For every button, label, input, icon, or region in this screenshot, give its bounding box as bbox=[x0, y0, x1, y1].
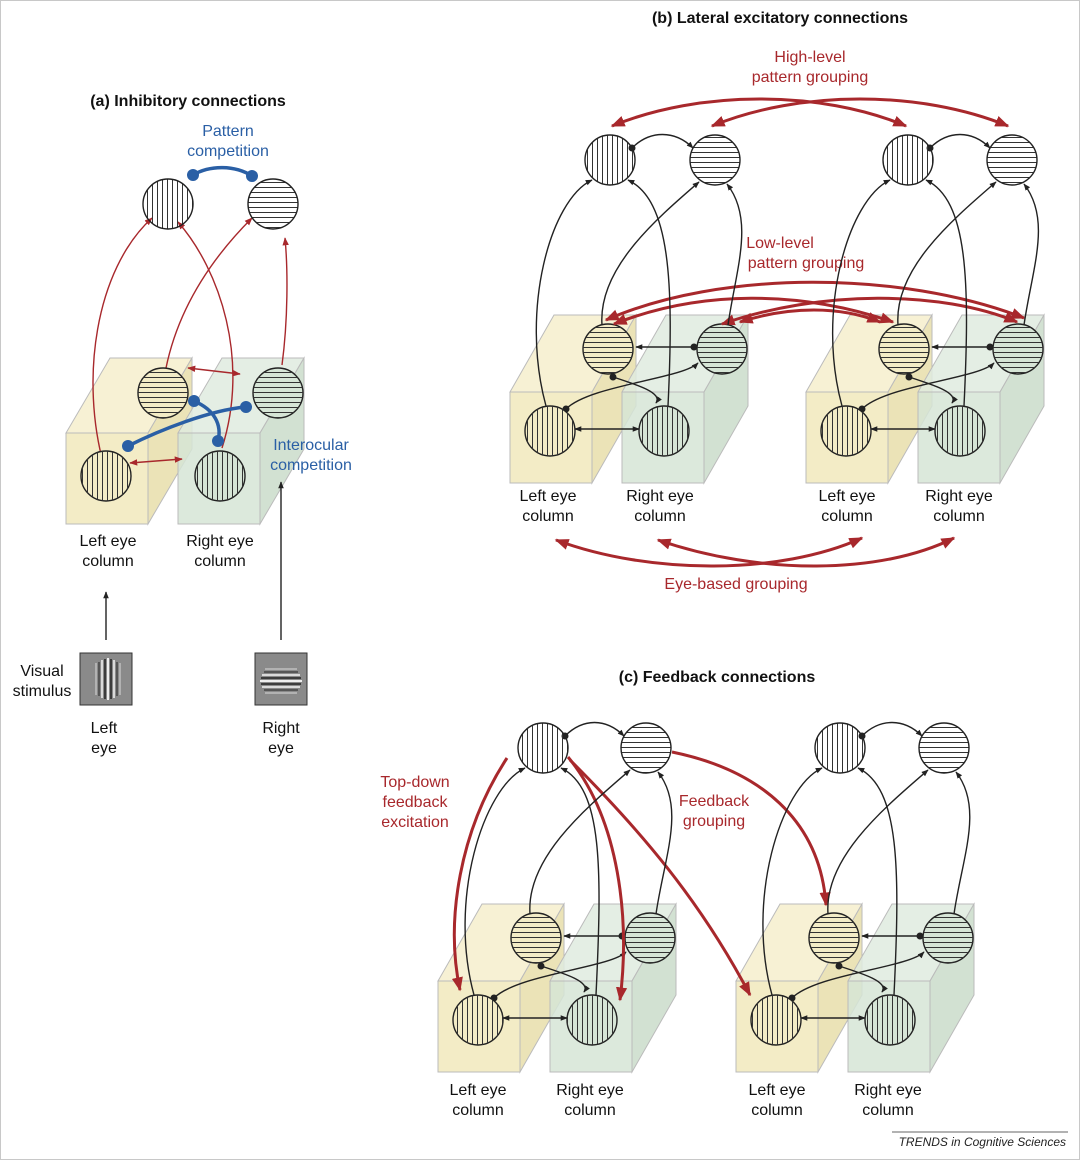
top-down-label-1: Top-down bbox=[380, 774, 449, 791]
horizontal-pattern-neuron bbox=[247, 178, 299, 230]
c-hyper-1-module bbox=[437, 902, 677, 1074]
b-hyper-1-left-eye-horizontal-neuron bbox=[583, 324, 633, 374]
pattern-competition-label-2: competition bbox=[187, 143, 269, 160]
b-hyper-1-horizontal-pattern-neuron bbox=[689, 134, 741, 186]
a-left-eye-column-label-1: Left eye bbox=[80, 533, 137, 550]
b-hyper-2-right-eye-horizontal-neuron bbox=[993, 324, 1043, 374]
b-right-eye-column-label-4: column bbox=[933, 508, 985, 525]
panel-a-title: (a) Inhibitory connections bbox=[90, 93, 286, 110]
b-left-eye-column-label-4: column bbox=[821, 508, 873, 525]
left-eye-label-1: Left bbox=[91, 720, 118, 737]
high-level-label-1: High-level bbox=[774, 49, 845, 66]
c-hyper-2-left-eye-horizontal-neuron bbox=[809, 913, 859, 963]
c-hyper-2-left-eye-vertical-neuron bbox=[751, 995, 801, 1045]
c-right-eye-column-label-3: Right eye bbox=[854, 1082, 922, 1099]
b-hyper-2-horizontal-pattern-neuron bbox=[986, 134, 1038, 186]
c-hyper-1-right-eye-horizontal-neuron bbox=[625, 913, 675, 963]
high-level-label-2: pattern grouping bbox=[752, 69, 869, 86]
c-left-eye-column-label-4: column bbox=[751, 1102, 803, 1119]
c-hyper-2-right-eye-vertical-neuron bbox=[865, 995, 915, 1045]
c-hyper-2-horizontal-pattern-neuron bbox=[918, 722, 970, 774]
interocular-competition-label-1: Interocular bbox=[273, 437, 349, 454]
b-left-eye-column-label-2: column bbox=[522, 508, 574, 525]
b-hyper-2-left-eye-vertical-neuron bbox=[821, 406, 871, 456]
right-eye-vertical-neuron bbox=[195, 451, 245, 501]
c-right-eye-column-label-4: column bbox=[862, 1102, 914, 1119]
left-eye-vertical-neuron bbox=[81, 451, 131, 501]
b-right-eye-column-label-1: Right eye bbox=[626, 488, 694, 505]
c-hyper-2-module bbox=[735, 902, 975, 1074]
c-hyper-1-horizontal-pattern-neuron bbox=[620, 722, 672, 774]
c-right-eye-column-label-2: column bbox=[564, 1102, 616, 1119]
eye-based-grouping-label: Eye-based grouping bbox=[664, 576, 807, 593]
right-eye-label-1: Right bbox=[262, 720, 300, 737]
c-hyper-1-vertical-pattern-neuron bbox=[517, 722, 569, 774]
panel-b-title: (b) Lateral excitatory connections bbox=[652, 10, 908, 27]
b-right-eye-column-label-3: Right eye bbox=[925, 488, 993, 505]
low-level-label-1: Low-level bbox=[746, 235, 814, 252]
b-hyper-1-vertical-pattern-neuron bbox=[584, 134, 636, 186]
b-hyper-2-left-eye-horizontal-neuron bbox=[879, 324, 929, 374]
left-eye-label-2: eye bbox=[91, 740, 117, 757]
c-left-eye-column-label-1: Left eye bbox=[450, 1082, 507, 1099]
b-hyper-1-right-eye-vertical-neuron bbox=[639, 406, 689, 456]
b-left-eye-column-label-1: Left eye bbox=[520, 488, 577, 505]
low-level-label-2: pattern grouping bbox=[748, 255, 865, 272]
right-eye-label-2: eye bbox=[268, 740, 294, 757]
panel-b: (b) Lateral excitatory connections High-… bbox=[509, 10, 1045, 593]
credit-line: TRENDS in Cognitive Sciences bbox=[899, 1135, 1066, 1149]
b-hyper-1-module bbox=[509, 313, 749, 485]
c-hyper-2-right-eye-horizontal-neuron bbox=[923, 913, 973, 963]
c-left-eye-column-label-3: Left eye bbox=[749, 1082, 806, 1099]
a-right-eye-column-label-1: Right eye bbox=[186, 533, 254, 550]
panel-a: (a) Inhibitory connections Pattern compe… bbox=[13, 93, 352, 757]
c-hyper-1-left-eye-vertical-neuron bbox=[453, 995, 503, 1045]
b-left-eye-column-label-3: Left eye bbox=[819, 488, 876, 505]
a-left-eye-column-label-2: column bbox=[82, 553, 134, 570]
b-hyper-1-right-eye-horizontal-neuron bbox=[697, 324, 747, 374]
b-hyper-2-right-eye-vertical-neuron bbox=[935, 406, 985, 456]
a-right-eye-column-label-2: column bbox=[194, 553, 246, 570]
top-down-label-2: feedback bbox=[383, 794, 449, 811]
vertical-pattern-neuron bbox=[142, 178, 194, 230]
interocular-competition-label-2: competition bbox=[270, 457, 352, 474]
panel-c: (c) Feedback connections Top-down feedba… bbox=[380, 669, 975, 1119]
feedback-grouping-label-2: grouping bbox=[683, 813, 745, 830]
c-hyper-2-vertical-pattern-neuron bbox=[814, 722, 866, 774]
b-hyper-2-vertical-pattern-neuron bbox=[882, 134, 934, 186]
b-hyper-1-left-eye-vertical-neuron bbox=[525, 406, 575, 456]
c-hyper-1-right-eye-vertical-neuron bbox=[567, 995, 617, 1045]
visual-stimulus-label-2: stimulus bbox=[13, 683, 72, 700]
left-eye-stimulus bbox=[79, 652, 133, 706]
c-hyper-1-left-eye-horizontal-neuron bbox=[511, 913, 561, 963]
right-eye-stimulus bbox=[254, 652, 308, 706]
panel-c-title: (c) Feedback connections bbox=[619, 669, 816, 686]
visual-stimulus-label-1: Visual bbox=[20, 663, 63, 680]
feedback-grouping-label-1: Feedback bbox=[679, 793, 750, 810]
left-eye-horizontal-neuron bbox=[138, 368, 188, 418]
c-left-eye-column-label-2: column bbox=[452, 1102, 504, 1119]
right-eye-horizontal-neuron bbox=[253, 368, 303, 418]
top-down-label-3: excitation bbox=[381, 814, 449, 831]
b-right-eye-column-label-2: column bbox=[634, 508, 686, 525]
pattern-competition-label-1: Pattern bbox=[202, 123, 254, 140]
c-right-eye-column-label-1: Right eye bbox=[556, 1082, 624, 1099]
b-hyper-2-module bbox=[805, 313, 1045, 485]
